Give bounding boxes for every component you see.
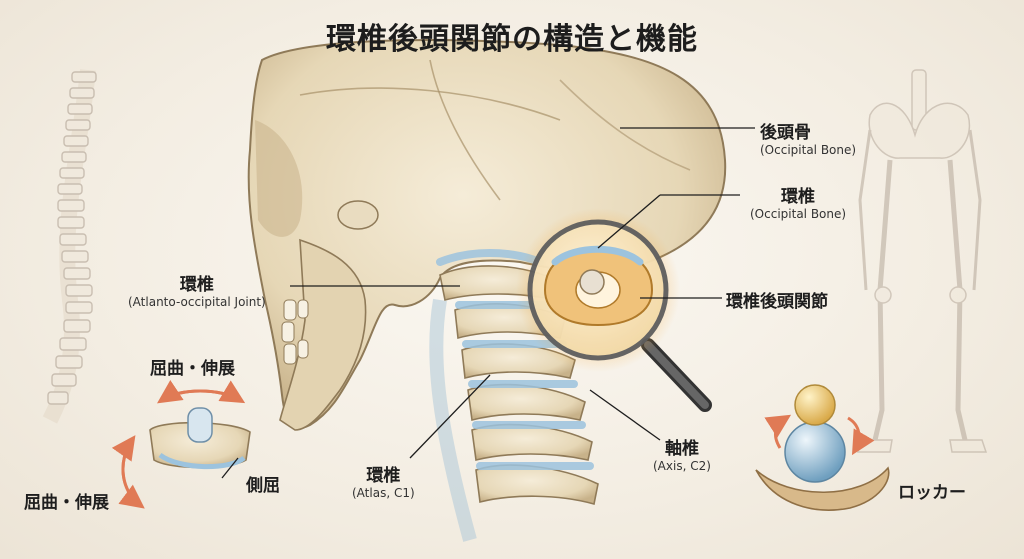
label-atlas-c1-jp: 環椎 [366,466,401,486]
skeleton-icon [856,69,988,453]
label-flexion-top: 屈曲・伸展 [150,359,235,379]
label-axis-c2-jp: 軸椎 [664,439,699,459]
label-occipital-en: (Occipital Bone) [760,143,857,157]
label-atlas-top: 環椎 (Occipital Bone) [750,182,846,221]
label-lateral-flexion: 側屈 [246,476,280,496]
label-left-atlas: 環椎 (Atlanto-occipital Joint) [128,270,266,309]
label-axis-c2: 軸椎 (Axis, C2) [653,434,711,473]
skull [247,39,727,431]
magnifier-icon [516,208,712,412]
rocker-icon [755,384,890,511]
label-axis-c2-en: (Axis, C2) [653,459,711,473]
label-atlas-c1: 環椎 (Atlas, C1) [352,461,415,500]
label-joint-jp: 環椎後頭関節 [726,292,828,312]
page-title: 環椎後頭関節の構造と機能 [326,22,698,57]
label-left-jp: 環椎 [179,275,214,295]
label-atlas-c1-en: (Atlas, C1) [352,486,415,500]
label-atlas-top-en: (Occipital Bone) [750,207,847,221]
spine-icon [42,69,97,424]
label-flexion-bottom: 屈曲・伸展 [24,493,109,513]
label-atlas-top-jp: 環椎 [781,187,816,207]
label-occipital-jp: 後頭骨 [760,123,811,143]
label-rocker: ロッカー [898,483,966,503]
label-atlanto-occipital-joint: 環椎後頭関節 [726,287,828,312]
flexion-arrows-icon [111,380,251,509]
label-occipital-bone: 後頭骨 (Occipital Bone) [760,118,856,157]
label-left-en: (Atlanto-occipital Joint) [128,295,266,309]
leader-lines [221,127,755,479]
